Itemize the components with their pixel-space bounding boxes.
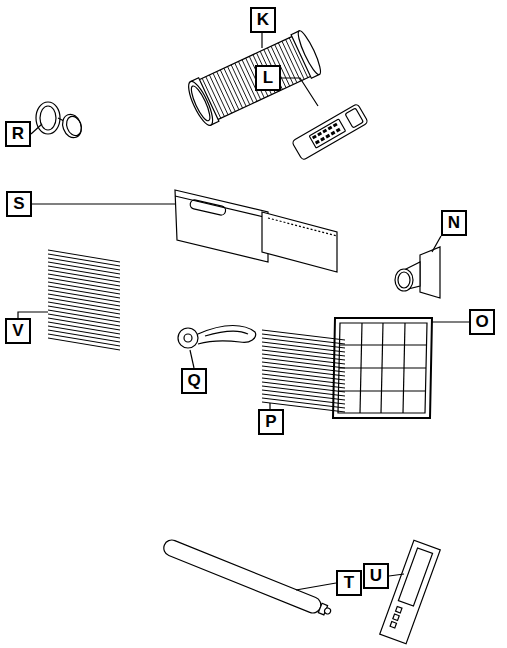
callout-letter: T bbox=[336, 570, 362, 596]
tube-drawing bbox=[161, 538, 333, 620]
callout-letter: N bbox=[441, 210, 467, 236]
clamp-drawing bbox=[178, 326, 256, 349]
callout-letter: S bbox=[6, 191, 32, 217]
ring-drawing bbox=[36, 102, 85, 140]
hose-drawing bbox=[184, 29, 324, 128]
callout-letter: Q bbox=[181, 368, 207, 394]
window-slide-drawing bbox=[175, 190, 337, 272]
callout-letter: P bbox=[258, 409, 284, 435]
callout-letter: L bbox=[255, 65, 281, 91]
callout-letter: U bbox=[363, 563, 389, 589]
callout-letter: K bbox=[250, 7, 276, 33]
display-strip-drawing bbox=[380, 540, 441, 644]
callout-letter: V bbox=[5, 318, 31, 344]
grille-drawing bbox=[48, 250, 120, 350]
grille-drawing bbox=[262, 330, 345, 412]
callout-letter: O bbox=[469, 309, 495, 335]
callout-letter: R bbox=[5, 121, 31, 147]
remote-drawing bbox=[292, 103, 369, 160]
filter-drawing bbox=[333, 318, 432, 418]
nozzle-drawing bbox=[395, 247, 440, 298]
